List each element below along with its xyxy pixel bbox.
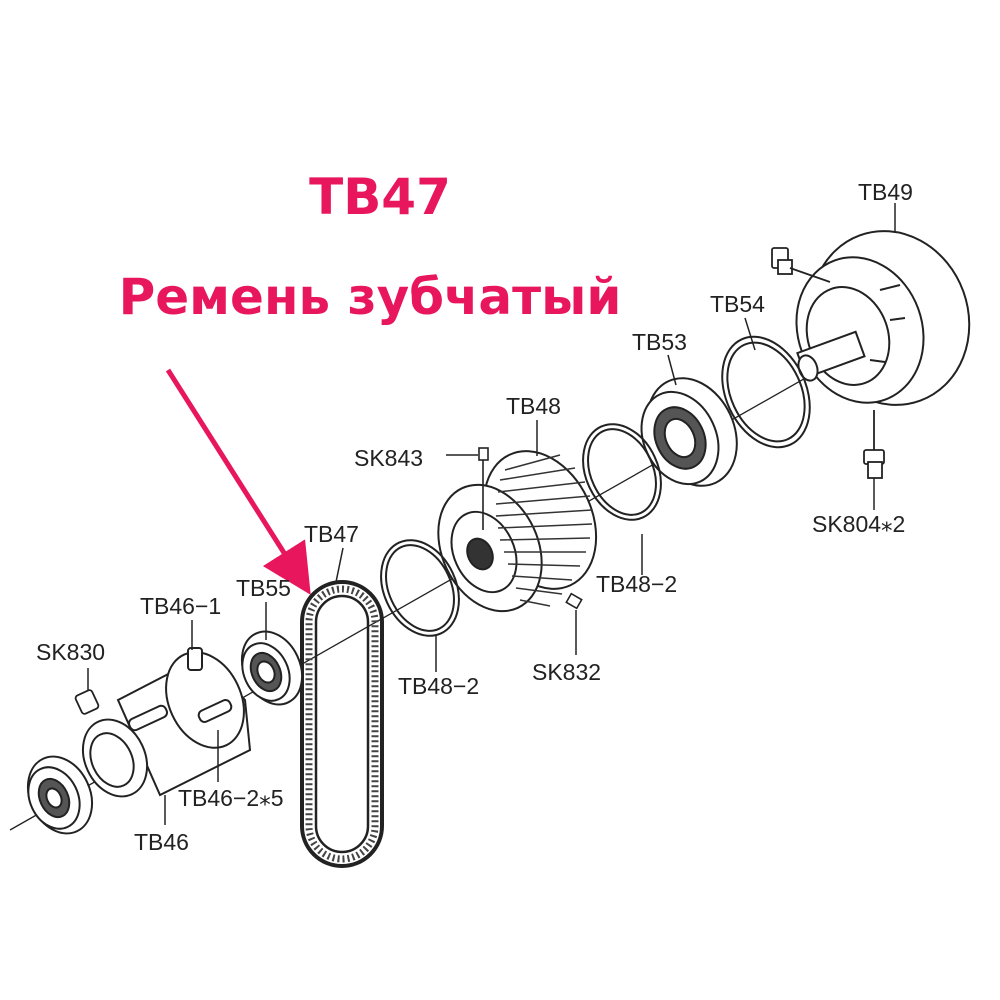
label-sk832: SK832 xyxy=(532,659,601,685)
label-tb46: TB46 xyxy=(134,829,189,855)
label-tb46-1: TB46−1 xyxy=(140,593,221,619)
part-sk830-screw xyxy=(74,689,100,715)
label-sk843: SK843 xyxy=(354,445,423,471)
part-tb49-housing xyxy=(795,230,971,406)
callout-part-number: TB47 xyxy=(309,168,451,226)
label-tb53: TB53 xyxy=(632,329,687,355)
label-sk830: SK830 xyxy=(36,639,105,665)
label-sk804: SK804⁎2 xyxy=(812,511,905,537)
callout-description: Ремень зубчатый xyxy=(118,268,622,326)
part-left-bearing xyxy=(26,755,94,835)
part-tb48-2-ring-left xyxy=(380,539,460,637)
part-tb48-pulley xyxy=(437,450,598,613)
label-tb48: TB48 xyxy=(506,393,561,419)
part-screw-top xyxy=(771,247,831,283)
label-tb49: TB49 xyxy=(858,179,913,205)
part-sk843-screw xyxy=(478,447,489,530)
label-tb47: TB47 xyxy=(304,521,359,547)
part-sk804-screw xyxy=(863,410,885,479)
part-tb54-snap-ring xyxy=(721,335,811,449)
part-tb47-toothed-belt xyxy=(300,580,384,868)
part-tb48-2-ring-right xyxy=(582,423,662,521)
callout-arrow xyxy=(165,368,311,595)
leader-lines xyxy=(87,203,896,825)
part-tb55-bearing xyxy=(240,630,304,706)
label-tb48-2-left: TB48−2 xyxy=(398,673,479,699)
label-tb46-2: TB46−2⁎5 xyxy=(178,785,284,811)
part-tb53-bearing xyxy=(640,377,738,487)
label-tb55: TB55 xyxy=(236,575,291,601)
part-tb46-hub xyxy=(81,647,252,798)
label-tb48-2-right: TB48−2 xyxy=(596,571,677,597)
label-tb54: TB54 xyxy=(710,291,765,317)
part-sk832-screw xyxy=(565,592,583,610)
